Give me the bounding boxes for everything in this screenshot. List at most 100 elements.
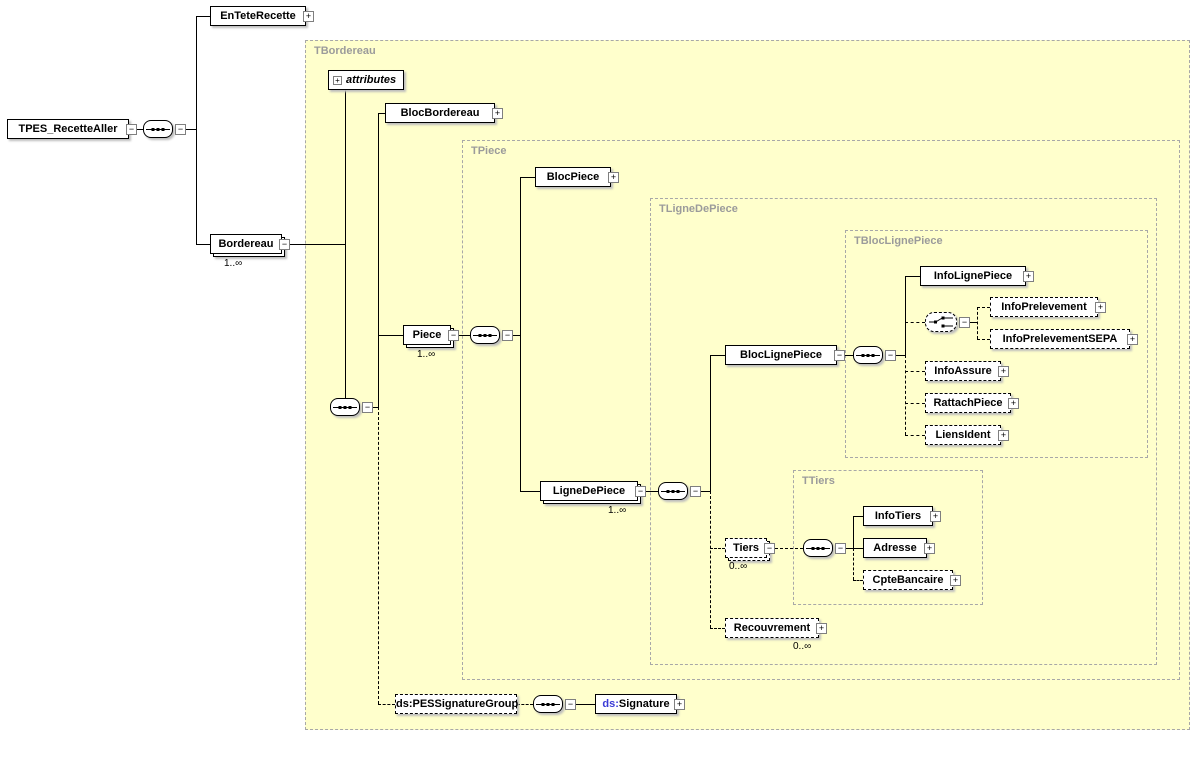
group-pessignaturegroup[interactable]: ds:PESSignatureGroup bbox=[395, 694, 518, 714]
element-infoprelevement[interactable]: InfoPrelevement bbox=[990, 297, 1098, 317]
element-infoprelevementsepa[interactable]: InfoPrelevementSEPA bbox=[990, 329, 1130, 349]
element-cptebancaire[interactable]: CpteBancaire bbox=[863, 570, 953, 590]
expand-icon[interactable]: + bbox=[1095, 302, 1106, 313]
connector-line bbox=[853, 548, 863, 549]
element-infoassure[interactable]: InfoAssure bbox=[925, 361, 1001, 381]
connector-line bbox=[378, 113, 385, 114]
connector-line bbox=[378, 704, 395, 705]
namespace-prefix: ds: bbox=[602, 698, 619, 710]
connector-line bbox=[345, 90, 346, 398]
element-entete-recette[interactable]: EnTeteRecette bbox=[210, 6, 306, 26]
element-piece[interactable]: Piece bbox=[403, 325, 451, 345]
connector-line bbox=[290, 244, 345, 245]
connector-line bbox=[373, 407, 378, 408]
connector-line bbox=[905, 371, 925, 372]
sequence-icon[interactable] bbox=[803, 539, 833, 557]
element-liensident[interactable]: LiensIdent bbox=[925, 425, 1001, 445]
collapse-icon[interactable]: − bbox=[835, 543, 846, 554]
element-tiers[interactable]: Tiers bbox=[725, 538, 767, 558]
connector-line bbox=[977, 307, 978, 339]
expand-icon[interactable]: + bbox=[1127, 334, 1138, 345]
connector-line bbox=[196, 16, 197, 244]
collapse-icon[interactable]: − bbox=[690, 486, 701, 497]
expand-icon[interactable]: + bbox=[998, 366, 1009, 377]
expand-icon[interactable]: + bbox=[816, 623, 827, 634]
expand-icon[interactable]: + bbox=[924, 543, 935, 554]
element-adresse[interactable]: Adresse bbox=[863, 538, 927, 558]
element-bordereau[interactable]: Bordereau bbox=[210, 234, 282, 254]
element-blocbordereau[interactable]: BlocBordereau bbox=[385, 103, 495, 123]
collapse-icon[interactable]: − bbox=[885, 350, 896, 361]
sequence-icon[interactable] bbox=[330, 398, 360, 416]
element-infolignepiece[interactable]: InfoLignePiece bbox=[920, 266, 1026, 286]
connector-line bbox=[520, 491, 540, 492]
sequence-icon[interactable] bbox=[533, 695, 563, 713]
attributes-box[interactable]: + attributes bbox=[328, 70, 404, 90]
collapse-icon[interactable]: − bbox=[565, 699, 576, 710]
sequence-icon[interactable] bbox=[853, 346, 883, 364]
element-infotiers[interactable]: InfoTiers bbox=[863, 506, 933, 526]
choice-glyph bbox=[929, 316, 953, 328]
element-blocpiece[interactable]: BlocPiece bbox=[535, 167, 611, 187]
cardinality-label: 1..∞ bbox=[608, 505, 627, 516]
sequence-icon[interactable] bbox=[470, 326, 500, 344]
connector-line bbox=[646, 491, 658, 492]
connector-line bbox=[853, 548, 854, 580]
element-bloclignepiece[interactable]: BlocLignePiece bbox=[725, 345, 837, 365]
collapse-icon[interactable]: − bbox=[175, 124, 186, 135]
expand-icon[interactable]: + bbox=[998, 430, 1009, 441]
expand-icon[interactable]: + bbox=[333, 75, 342, 85]
connector-line bbox=[853, 580, 863, 581]
connector-line bbox=[513, 335, 520, 336]
element-recouvrement[interactable]: Recouvrement bbox=[725, 618, 819, 638]
element-signature[interactable]: ds:Signature bbox=[595, 694, 677, 714]
collapse-icon[interactable]: − bbox=[279, 239, 290, 250]
choice-icon[interactable] bbox=[925, 312, 957, 332]
collapse-icon[interactable]: − bbox=[959, 317, 970, 328]
connector-line bbox=[775, 548, 803, 549]
collapse-icon[interactable]: − bbox=[448, 330, 459, 341]
element-label: Signature bbox=[618, 698, 670, 710]
connector-line bbox=[905, 355, 906, 435]
connector-line bbox=[186, 129, 196, 130]
collapse-icon[interactable]: − bbox=[834, 350, 845, 361]
connector-line bbox=[378, 407, 379, 704]
expand-icon[interactable]: + bbox=[950, 575, 961, 586]
connector-line bbox=[970, 322, 977, 323]
cardinality-label: 0..∞ bbox=[729, 561, 748, 572]
collapse-icon[interactable]: − bbox=[362, 402, 373, 413]
sequence-icon[interactable] bbox=[143, 120, 173, 138]
connector-line bbox=[378, 335, 403, 336]
collapse-icon[interactable]: − bbox=[764, 543, 775, 554]
collapse-icon[interactable]: − bbox=[126, 124, 137, 135]
expand-icon[interactable]: + bbox=[930, 511, 941, 522]
sequence-dots bbox=[861, 354, 875, 357]
connector-line bbox=[459, 335, 470, 336]
expand-icon[interactable]: + bbox=[303, 11, 314, 22]
panel-label: TBlocLignePiece bbox=[854, 235, 943, 247]
sequence-icon[interactable] bbox=[658, 482, 688, 500]
element-lignedepiece[interactable]: LigneDePiece bbox=[540, 481, 638, 501]
collapse-icon[interactable]: − bbox=[635, 486, 646, 497]
sequence-dots bbox=[338, 406, 352, 409]
connector-line bbox=[905, 322, 925, 323]
connector-line bbox=[576, 704, 595, 705]
element-tpes-recettealler[interactable]: TPES_RecetteAller bbox=[7, 119, 129, 139]
sequence-dots bbox=[666, 490, 680, 493]
collapse-icon[interactable]: − bbox=[502, 330, 513, 341]
expand-icon[interactable]: + bbox=[492, 108, 503, 119]
element-rattachpiece[interactable]: RattachPiece bbox=[925, 393, 1011, 413]
connector-line bbox=[517, 704, 533, 705]
connector-line bbox=[845, 355, 853, 356]
expand-icon[interactable]: + bbox=[1008, 398, 1019, 409]
connector-line bbox=[520, 177, 521, 491]
connector-line bbox=[710, 548, 725, 549]
connector-line bbox=[905, 276, 920, 277]
expand-icon[interactable]: + bbox=[608, 172, 619, 183]
expand-icon[interactable]: + bbox=[674, 699, 685, 710]
connector-line bbox=[905, 403, 925, 404]
connector-line bbox=[853, 516, 854, 548]
connector-line bbox=[196, 16, 210, 17]
expand-icon[interactable]: + bbox=[1023, 271, 1034, 282]
